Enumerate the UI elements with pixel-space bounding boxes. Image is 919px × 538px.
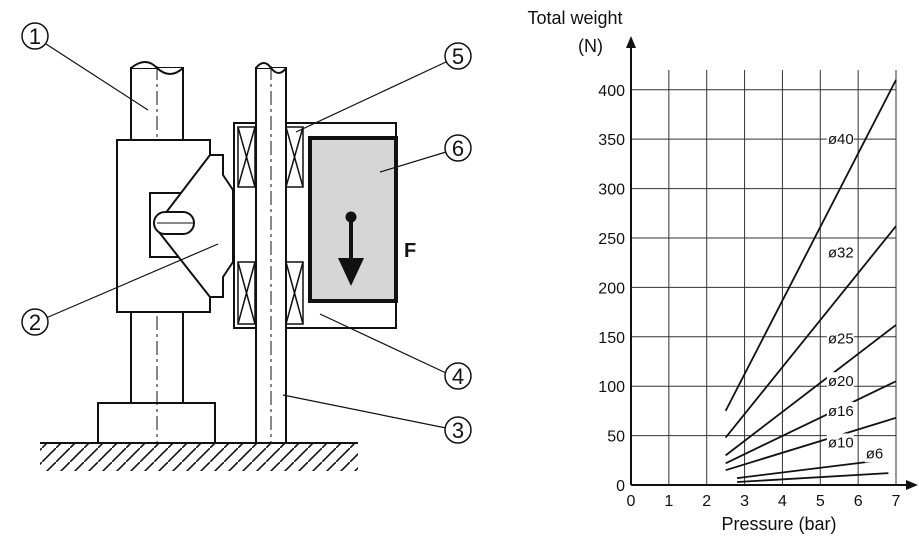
series-label-bg (826, 433, 854, 452)
series-line-4 (725, 416, 897, 472)
series-line-6 (736, 472, 889, 483)
y-tick-label: 0 (616, 478, 625, 495)
x-tick-label: 2 (702, 493, 711, 510)
series-label-bg (826, 329, 854, 348)
force-label: F (404, 240, 416, 262)
y-tick-labels: 0 50 100 150 200 250 300 350 400 (598, 83, 625, 495)
series-label-0: ø40 (828, 131, 854, 148)
x-tick-label: 7 (892, 493, 901, 510)
svg-text:6: 6 (452, 136, 464, 161)
series-label-bg (826, 243, 854, 262)
chart-axes (626, 36, 918, 490)
chart-grid (631, 70, 897, 485)
series-label-4: ø16 (828, 403, 854, 420)
ground-hatch (40, 443, 358, 471)
series-label-bg (826, 401, 854, 420)
callout-2: 2 (21, 243, 219, 336)
x-tick-label: 0 (627, 493, 636, 510)
series-line-0 (724, 79, 897, 412)
series-label-2: ø25 (828, 331, 854, 348)
series-label-6: ø6 (866, 445, 884, 462)
series-label-5: ø10 (828, 434, 854, 451)
svg-text:1: 1 (29, 24, 41, 49)
series-label-bg (864, 444, 883, 463)
weight-pressure-chart: Total weight (N) Pressure (bar) 05010015… (527, 8, 918, 534)
svg-text:3: 3 (452, 418, 464, 443)
x-tick-label: 6 (854, 493, 863, 510)
svg-text:5: 5 (452, 44, 464, 69)
callout-4: 4 (319, 313, 472, 390)
series-label-1: ø32 (828, 245, 854, 262)
svg-text:4: 4 (452, 364, 464, 389)
y-tick-label: 350 (598, 132, 625, 149)
series-label-3: ø20 (828, 373, 854, 390)
series-line-1 (724, 225, 897, 439)
series-line-5 (736, 460, 874, 479)
y-tick-label: 300 (598, 182, 625, 199)
y-tick-label: 400 (598, 83, 625, 100)
y-axis-unit: (N) (578, 36, 603, 56)
series-line-2 (725, 324, 897, 457)
callout-3: 3 (282, 394, 472, 444)
guide-rod (255, 67, 287, 444)
x-axis-arrow (906, 480, 918, 490)
y-tick-label: 250 (598, 231, 625, 248)
callout-1: 1 (21, 22, 149, 111)
force-arrow-head (338, 258, 364, 286)
y-tick-label: 200 (598, 280, 625, 297)
chart-title: Total weight (527, 8, 622, 28)
x-axis-title: Pressure (bar) (721, 514, 836, 534)
series-label-bg (826, 372, 854, 391)
y-tick-label: 50 (607, 429, 625, 446)
y-tick-label: 100 (598, 379, 625, 396)
series-lines (724, 79, 897, 483)
series-label-bg (826, 130, 854, 149)
y-tick-label: 150 (598, 330, 625, 347)
callout-5: 5 (295, 42, 472, 133)
svg-text:2: 2 (29, 310, 41, 335)
y-axis-arrow (626, 36, 636, 48)
x-tick-label: 5 (816, 493, 825, 510)
series-labels: ø40 ø32 ø25 ø20 ø16 ø10 ø6 (826, 130, 884, 463)
x-tick-labels: 0 1 2 3 4 5 6 7 (627, 493, 901, 510)
mechanical-diagram: F 1 2 3 4 5 6 (21, 22, 472, 471)
x-tick-label: 1 (664, 493, 673, 510)
series-line-3 (725, 380, 897, 465)
x-tick-label: 3 (740, 493, 749, 510)
x-tick-label: 4 (778, 493, 787, 510)
callout-6: 6 (379, 134, 472, 173)
